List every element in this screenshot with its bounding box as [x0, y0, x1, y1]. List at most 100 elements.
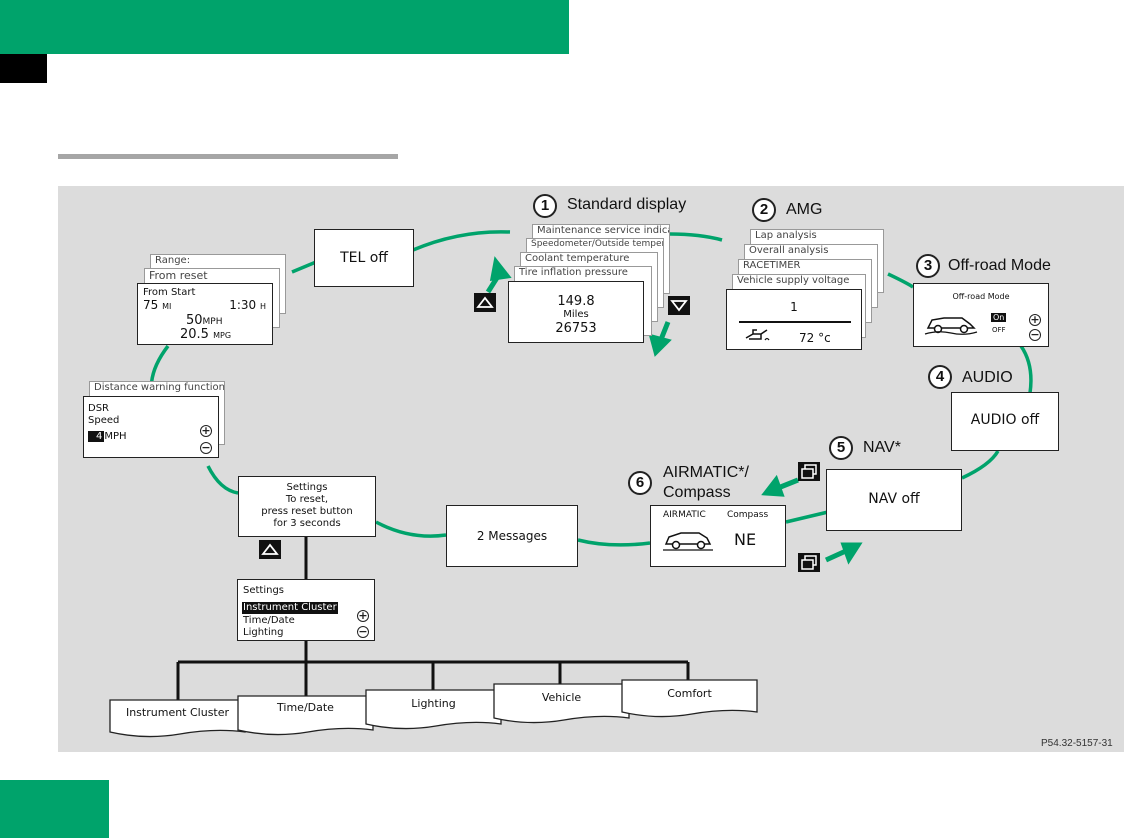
dsr-speed-value: 4 — [88, 431, 105, 442]
offroad-off: OFF — [992, 326, 1006, 334]
trip-time: 1:30 H — [229, 298, 266, 312]
callout-number: 6 — [628, 471, 652, 495]
callout-label: AUDIO — [962, 369, 1013, 386]
settings-menu-item[interactable]: Instrument Cluster — [242, 602, 338, 614]
nav-screen: NAV off — [826, 469, 962, 531]
callout-label: Compass — [663, 484, 731, 501]
dsr-speed-unit: MPH — [104, 431, 127, 442]
loop-line — [149, 230, 1033, 547]
down-button-icon — [668, 296, 690, 315]
settings-title: Settings — [286, 482, 328, 493]
arrow-down-head — [648, 333, 672, 357]
dsr-label: DSR — [88, 403, 109, 414]
section-rule — [58, 154, 398, 159]
trip-computer-screen: From Start 75 MI 1:30 H 50MPH 20.5 MPG — [137, 283, 273, 345]
odometer-total: 26753 — [555, 321, 597, 336]
settings-reset-line: for 3 seconds — [273, 518, 341, 529]
footer-tab — [0, 780, 109, 838]
trip-mpg: 20.5 MPG — [180, 327, 231, 342]
callout-label: AIRMATIC*/ — [663, 464, 749, 481]
amg-value: 1 — [790, 300, 798, 314]
airmatic-label: AIRMATIC — [663, 510, 706, 520]
tab-shape — [237, 695, 374, 736]
amg-divider — [739, 321, 851, 323]
page-button-icon — [798, 553, 820, 572]
amg-temperature: 72 °c — [799, 331, 831, 345]
tab-lighting: Lighting — [411, 697, 456, 710]
up-button-icon — [474, 293, 496, 312]
settings-reset-line: press reset button — [261, 506, 353, 517]
tab-shape — [109, 699, 246, 738]
standard-display-screen: 149.8 Miles 26753 — [508, 281, 644, 343]
messages-screen: 2 Messages — [446, 505, 578, 567]
header-tab — [0, 54, 47, 83]
audio-status: AUDIO off — [970, 412, 1040, 428]
trip-title: From Start — [143, 287, 196, 298]
up-button-icon — [259, 540, 281, 559]
header-bar — [0, 0, 569, 54]
tel-screen: TEL off — [314, 229, 414, 287]
tab-shape — [493, 683, 630, 724]
offroad-screen: Off-road Mode On OFF + − — [913, 283, 1049, 347]
compass-direction: NE — [734, 530, 757, 549]
callout-number: 3 — [916, 254, 940, 278]
trip-speed-value: 50 — [186, 313, 203, 328]
trip-time-unit: H — [259, 302, 266, 311]
odometer-unit: Miles — [563, 309, 589, 320]
figure-id: P54.32-5157-31 — [1041, 738, 1113, 749]
compass-label: Compass — [727, 510, 769, 520]
dsr-speed-label: Speed — [88, 415, 120, 426]
odometer-trip: 149.8 — [557, 294, 595, 309]
nav-status: NAV off — [868, 491, 920, 507]
settings-menu-item[interactable]: Time/Date — [243, 615, 295, 626]
callout-label: NAV* — [863, 439, 901, 456]
callout-number: 2 — [752, 198, 776, 222]
tel-status: TEL off — [340, 250, 388, 266]
amg-screen: 1 72 °c — [726, 289, 862, 350]
callout-number: 4 — [928, 365, 952, 389]
settings-menu-title: Settings — [243, 585, 285, 596]
tab-shape — [621, 679, 758, 718]
callout-label: Standard display — [567, 196, 687, 213]
offroad-title: Off-road Mode — [952, 292, 1010, 301]
minus-icon: − — [357, 625, 369, 638]
callout-label: AMG — [786, 201, 823, 218]
trip-mpg-value: 20.5 — [180, 327, 209, 342]
airmatic-screen: AIRMATIC Compass NE — [650, 505, 786, 567]
audio-screen: AUDIO off — [951, 392, 1059, 451]
tab-shape — [365, 689, 502, 730]
minus-icon: − — [200, 441, 212, 454]
callout-label: Off-road Mode — [948, 257, 1051, 274]
page-button-icon — [798, 462, 820, 481]
tab-vehicle: Vehicle — [541, 691, 582, 704]
settings-reset-screen: Settings To reset, press reset button fo… — [238, 476, 376, 537]
trip-miles: 75 MI — [143, 298, 171, 312]
trip-speed: 50MPH — [186, 313, 223, 328]
tab-comfort: Comfort — [667, 687, 712, 700]
tab-instrument-cluster: Instrument Cluster — [125, 706, 230, 719]
plus-icon: + — [357, 609, 369, 622]
minus-icon: − — [1029, 328, 1041, 341]
trip-mpg-unit: MPG — [213, 331, 232, 340]
callout-number: 5 — [829, 436, 853, 460]
trip-speed-unit: MPH — [202, 317, 223, 327]
arrow-right-head — [840, 542, 863, 565]
tab-time-date: Time/Date — [277, 701, 334, 714]
arrow-up-head — [489, 256, 512, 281]
trip-time-value: 1:30 — [229, 298, 257, 312]
oil-temperature-icon — [745, 329, 770, 341]
plus-icon: + — [200, 424, 212, 437]
messages-count: 2 Messages — [476, 529, 548, 543]
arrow-left-head — [761, 474, 785, 497]
settings-menu-item[interactable]: Lighting — [243, 627, 284, 638]
offroad-on: On — [991, 313, 1007, 322]
callout-number: 1 — [533, 194, 557, 218]
plus-icon: + — [1029, 313, 1041, 326]
settings-menu-screen: Settings Instrument Cluster Time/Date Li… — [237, 579, 375, 641]
trip-miles-value: 75 — [143, 298, 159, 312]
vehicle-icon — [663, 532, 713, 551]
